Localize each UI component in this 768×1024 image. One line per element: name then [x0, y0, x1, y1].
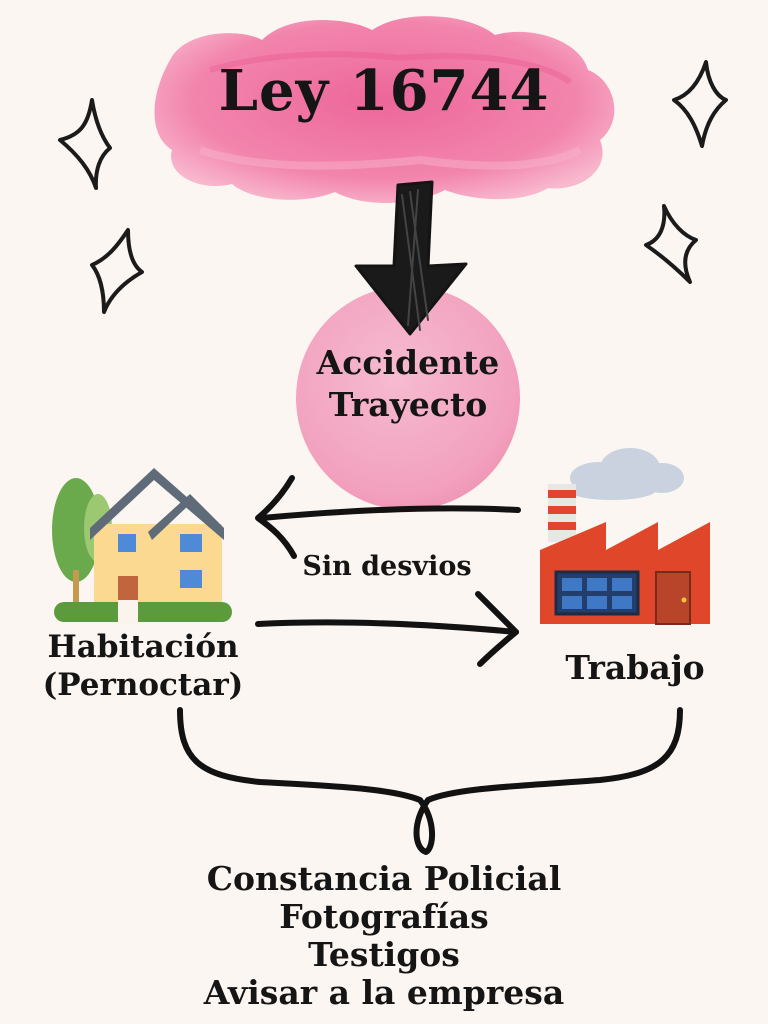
- work-node-label: Trabajo: [565, 648, 705, 687]
- sparkle-icon: [90, 228, 144, 314]
- route-label: Sin desvios: [302, 551, 472, 582]
- center-node-line2: Trayecto: [328, 385, 488, 424]
- house-icon: [52, 468, 232, 624]
- requirement-item: Fotografías: [279, 897, 489, 936]
- requirements-list: Constancia Policial Fotografías Testigos…: [34, 860, 734, 1012]
- sparkle-icon: [644, 204, 698, 284]
- factory-icon: [540, 448, 710, 625]
- home-node-line1: Habitación: [47, 629, 239, 665]
- right-arrow-icon: [255, 591, 519, 667]
- home-node-label: Habitación (Pernoctar): [18, 628, 268, 704]
- center-node-label: Accidente Trayecto: [288, 342, 528, 426]
- requirement-item: Testigos: [308, 935, 460, 974]
- requirement-item: Avisar a la empresa: [203, 973, 565, 1012]
- left-arrow-icon: [255, 475, 521, 559]
- brace-connector: [177, 707, 683, 855]
- title-cloud: [154, 16, 615, 203]
- sparkle-icon: [58, 98, 112, 190]
- requirement-item: Constancia Policial: [206, 859, 562, 898]
- center-node-line1: Accidente: [316, 343, 500, 382]
- sparkle-icon: [672, 60, 728, 148]
- down-arrow-icon: [354, 180, 468, 336]
- home-node-line2: (Pernoctar): [42, 667, 244, 703]
- accident-circle: [296, 286, 520, 510]
- page-title: Ley 16744: [218, 58, 550, 124]
